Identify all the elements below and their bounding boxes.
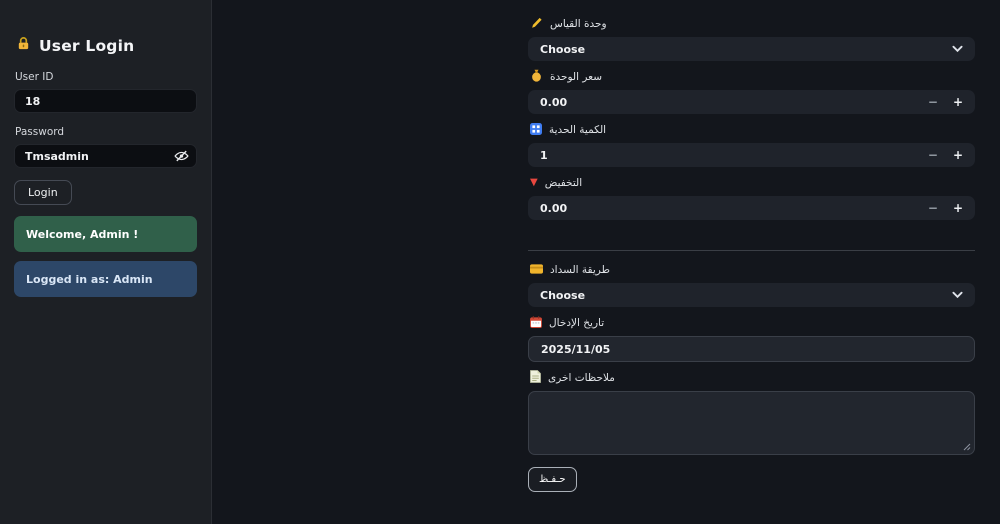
product-form: وحدة القياس Choose سعر الوحدة 0.00 [528,13,975,492]
section-divider [528,250,975,251]
logged-in-alert: Logged in as: Admin [14,261,197,297]
user-id-label: User ID [15,71,54,83]
date-value: 2025/11/05 [541,342,611,356]
user-id-field[interactable] [14,89,197,113]
main-content: وحدة القياس Choose سعر الوحدة 0.00 [212,0,1000,524]
qty-stepper: − + [928,149,963,161]
qty-input[interactable]: 1 − + [528,143,975,167]
payment-select-value: Choose [540,288,586,302]
discount-plus-button[interactable]: + [952,201,963,215]
price-label: سعر الوحدة [550,71,603,83]
qty-label-row: الكمية الحدية [530,122,973,138]
discount-stepper: − + [928,202,963,214]
unit-label-row: وحدة القياس [530,17,973,31]
qty-plus-button[interactable]: + [952,148,963,162]
price-label-row: سعر الوحدة [530,69,973,85]
password-label: Password [15,126,65,138]
input-numbers-icon [530,122,542,138]
lock-icon [16,36,31,55]
date-input[interactable]: 2025/11/05 [528,336,975,362]
login-sidebar: User Login User ID Password Login Welcom… [0,0,212,524]
discount-value: 0.00 [540,201,568,215]
notes-area [528,391,975,455]
payment-label: طريقة السداد [550,264,610,276]
discount-minus-button[interactable]: − [927,201,938,215]
payment-select[interactable]: Choose [528,283,975,307]
price-minus-button[interactable]: − [927,95,938,109]
note-page-icon [530,370,541,386]
toggle-password-button[interactable] [174,149,189,164]
money-bag-icon [530,69,543,85]
welcome-alert: Welcome, Admin ! [14,216,197,252]
password-field[interactable] [14,144,197,168]
chevron-down-icon [952,291,963,299]
notes-label: ملاحظات اخرى [548,372,615,384]
price-input[interactable]: 0.00 − + [528,90,975,114]
calendar-icon [530,315,542,331]
password-wrap [14,144,197,168]
unit-select[interactable]: Choose [528,37,975,61]
welcome-alert-text: Welcome, Admin ! [26,227,139,241]
red-triangle-icon: ▼ [530,177,538,188]
unit-label: وحدة القياس [550,18,607,30]
price-plus-button[interactable]: + [952,95,963,109]
price-stepper: − + [928,96,963,108]
login-title: User Login [39,36,135,55]
unit-select-value: Choose [540,42,586,56]
save-button[interactable]: حـفـظ [528,467,577,492]
qty-label: الكمية الحدية [549,124,607,136]
logged-in-alert-text: Logged in as: Admin [26,272,153,286]
price-value: 0.00 [540,95,568,109]
notes-label-row: ملاحظات اخرى [530,370,973,386]
credit-card-icon [530,263,543,277]
discount-label-row: ▼ التخفيض [530,176,973,190]
qty-minus-button[interactable]: − [927,148,938,162]
chevron-down-icon [952,45,963,53]
eye-slash-icon [174,150,189,167]
discount-input[interactable]: 0.00 − + [528,196,975,220]
pencil-icon [530,16,543,32]
date-label-row: تاريخ الإدخال [530,315,973,331]
date-label: تاريخ الإدخال [549,317,605,329]
login-button[interactable]: Login [14,180,72,205]
payment-label-row: طريقة السداد [530,263,973,277]
qty-value: 1 [540,148,548,162]
notes-textarea[interactable] [529,392,974,454]
login-title-row: User Login [16,36,195,55]
discount-label: التخفيض [544,177,583,189]
